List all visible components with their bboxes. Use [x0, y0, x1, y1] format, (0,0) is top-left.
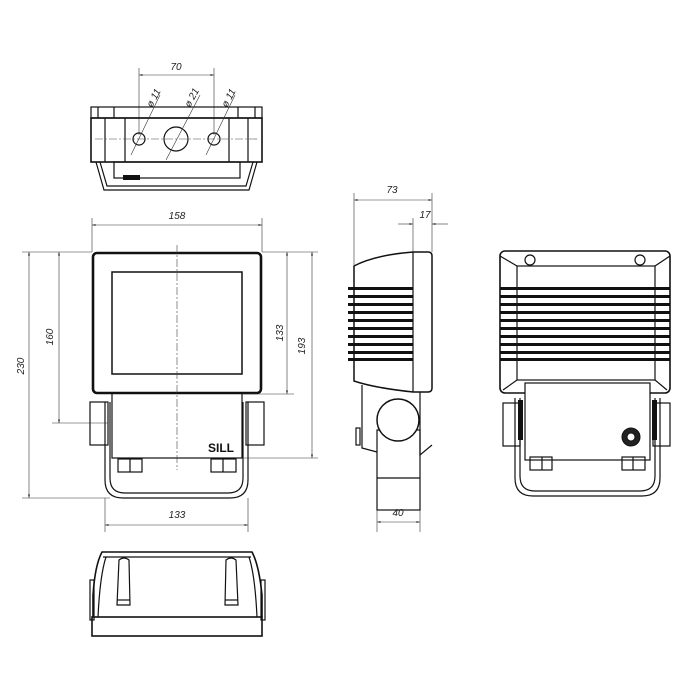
sill-logo: SILL	[208, 441, 234, 455]
hole-11-right	[207, 132, 221, 146]
back-view	[499, 250, 671, 497]
bottom-view	[89, 551, 266, 637]
cooling-fins-back	[500, 287, 670, 361]
hole-21-center	[163, 126, 189, 152]
dim-mount-height-label: 160	[45, 328, 56, 345]
dim-width-label: 158	[169, 211, 186, 222]
dim-bracket-depth-label: 40	[392, 508, 404, 519]
dia-center-label: ø 21	[183, 87, 202, 110]
dim-front-depth-label: 17	[419, 210, 431, 221]
dim-bracket-width-label: 133	[169, 510, 186, 521]
cooling-fins	[348, 287, 413, 361]
screw-icon	[524, 254, 536, 266]
dim-window-height-label: 133	[275, 324, 286, 341]
top-view: 70 ø 11 ø 21 ø 11	[90, 62, 263, 191]
dim-total-height-label: 230	[16, 357, 27, 375]
dim-depth-label: 73	[386, 185, 398, 196]
screw-icon	[634, 254, 646, 266]
side-view: 73 17 40	[348, 185, 448, 532]
front-view: 158 SILL 230 160 133 193 133	[16, 211, 318, 532]
dim-body-height-label: 193	[297, 337, 308, 354]
dia-left-label: ø 11	[145, 87, 164, 109]
dia-right-label: ø 11	[220, 87, 239, 109]
dim-spacing-label: 70	[170, 62, 182, 73]
hole-11-left	[132, 132, 146, 146]
